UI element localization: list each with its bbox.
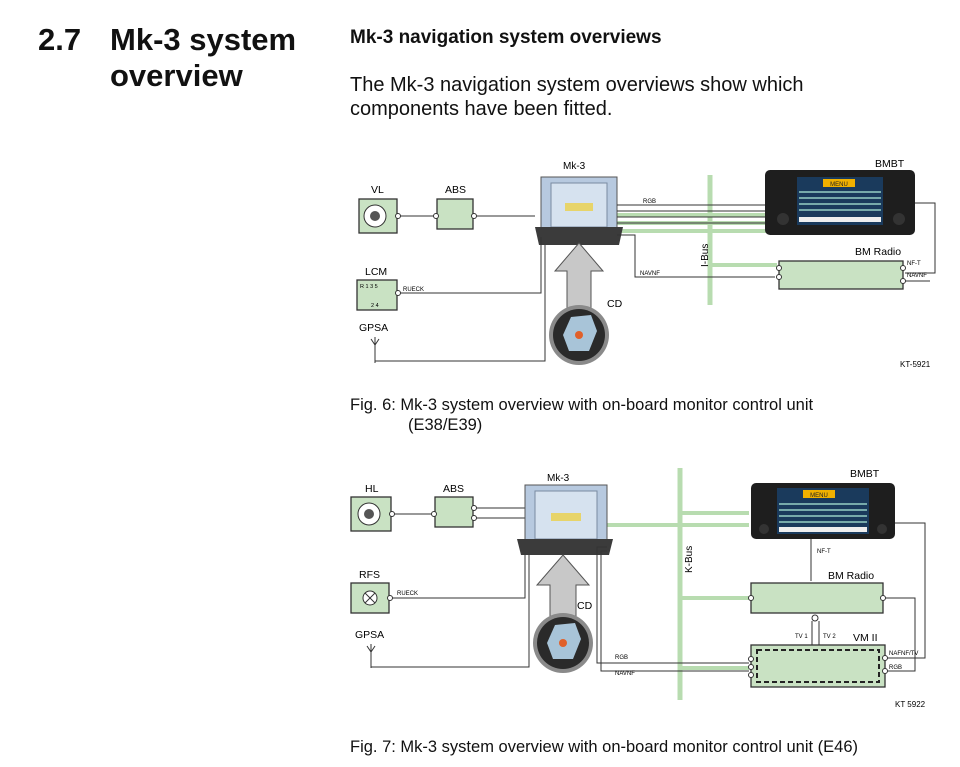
bmbt-monitor-icon-7: MENU	[751, 483, 895, 539]
bm-radio-label: BM Radio	[855, 246, 901, 258]
screen-menu-7: MENU	[810, 493, 828, 499]
hl-label: HL	[365, 483, 379, 495]
figure-code-7: KT 5922	[895, 700, 926, 709]
abs-box	[436, 198, 474, 230]
rgb-label-7: RGB	[615, 655, 628, 661]
bm-radio-box-7	[750, 582, 884, 614]
figure-7-caption: Fig. 7: Mk-3 system overview with on-boa…	[350, 738, 859, 756]
mk3-unit-icon	[535, 176, 623, 245]
figure-code: KT-5921	[900, 360, 931, 369]
intro-text: The Mk-3 navigation system overviews sho…	[350, 74, 804, 120]
abs-box-7	[434, 496, 474, 528]
svg-text:2 4: 2 4	[371, 303, 379, 309]
mk3-unit-icon-7	[517, 484, 613, 555]
navnf2-label: NAVNF	[907, 273, 927, 279]
figure-7-diagram: K-Bus HL ABS Mk-3 BMBT MENU NF-T BM Radi…	[350, 468, 926, 709]
vm-box	[750, 644, 886, 688]
lcm-label: LCM	[365, 266, 387, 278]
svg-text:R 1 3 5: R 1 3 5	[360, 284, 378, 290]
bm-radio-label-7: BM Radio	[828, 570, 874, 582]
section-number: 2.7	[38, 22, 82, 57]
navnf-label-7: NAVNF	[615, 671, 635, 677]
gpsa-label-7: GPSA	[355, 629, 384, 641]
navnf-label: NAVNF	[640, 271, 660, 277]
vm-label: VM II	[853, 632, 878, 644]
screen-menu: MENU	[830, 182, 848, 188]
cd-disc-icon-7	[533, 613, 593, 673]
gpsa-label: GPSA	[359, 322, 388, 334]
rfs-label: RFS	[359, 569, 380, 581]
mk3-label-7: Mk-3	[547, 473, 570, 484]
nafnf-tv-label: NAFNF/TV	[889, 651, 918, 657]
bmbt-label-7: BMBT	[850, 468, 880, 480]
figure-6-diagram: I-Bus VL ABS Mk-3 RGB NAVNF BMBT MENU	[356, 158, 936, 369]
kbus-label: K-Bus	[684, 546, 695, 573]
gpsa-antenna-icon-7	[366, 644, 376, 668]
cd-disc-icon	[549, 305, 609, 365]
abs-label: ABS	[445, 184, 466, 196]
gpsa-antenna-icon	[370, 337, 380, 363]
tv2-label: TV 2	[823, 634, 836, 640]
rgb2-label: RGB	[889, 665, 902, 671]
cd-label-7: CD	[577, 600, 593, 612]
lcm-box	[356, 279, 398, 311]
vl-label: VL	[371, 184, 384, 196]
subheading: Mk-3 navigation system overviews	[350, 27, 662, 48]
tv1-label: TV 1	[795, 634, 808, 640]
abs-label-7: ABS	[443, 483, 464, 495]
nft-label: NF-T	[907, 261, 921, 267]
nft-label-7: NF-T	[817, 549, 831, 555]
ibus-label: I-Bus	[700, 244, 711, 267]
vm-inner-dashed	[756, 649, 880, 683]
rueck-label-7: RUECK	[397, 591, 418, 597]
bm-radio-box	[778, 260, 904, 290]
section-title: Mk-3 system overview	[110, 22, 297, 93]
cd-label: CD	[607, 298, 623, 310]
figure-6-caption: Fig. 6: Mk-3 system overview with on-boa…	[350, 396, 814, 434]
rueck-label: RUECK	[403, 287, 424, 293]
mk3-label: Mk-3	[563, 161, 586, 172]
bmbt-label: BMBT	[875, 158, 905, 170]
rgb-label: RGB	[643, 199, 656, 205]
bmbt-monitor-icon: MENU	[765, 170, 915, 235]
